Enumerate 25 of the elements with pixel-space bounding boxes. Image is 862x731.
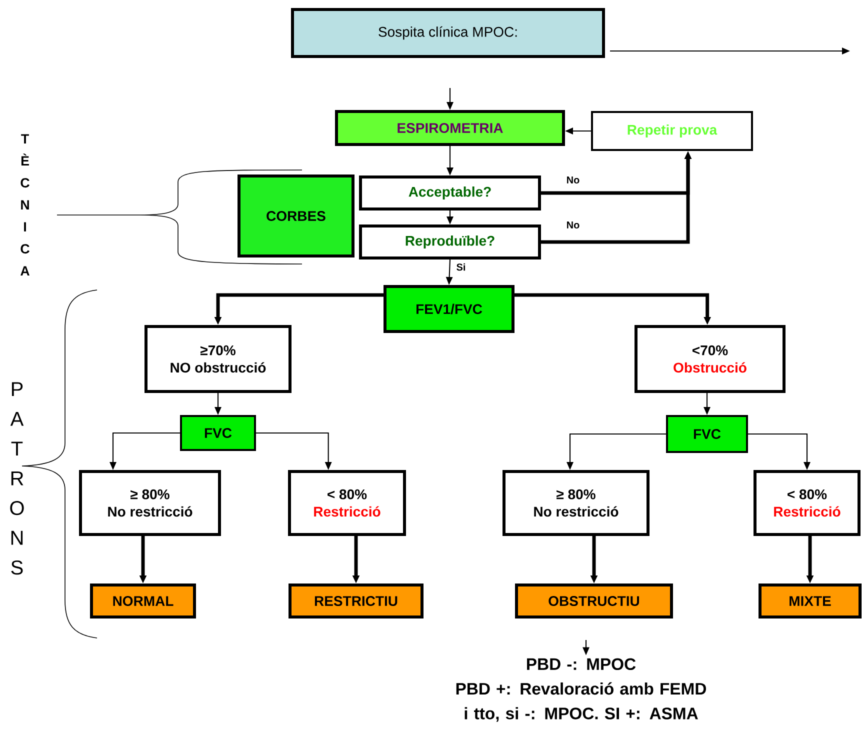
process-box: CORBES (238, 174, 354, 258)
vertical-label: TÈCNICA (20, 134, 30, 276)
edge-label: Si (454, 262, 468, 272)
criterion-box: ≥ 80% No restricció (502, 470, 650, 536)
criterion-box: ≥ 80% No restricció (79, 470, 221, 536)
result-box: MIXTE (758, 584, 862, 618)
edge-label: No (565, 175, 581, 185)
start-box: Sospita clínica MPOC: (291, 8, 606, 58)
process-box: FVC (180, 415, 256, 451)
decision-box: Reproduïble? (359, 224, 541, 260)
result-box: OBSTRUCTIU (515, 584, 674, 618)
process-box: Repetir prova (591, 111, 753, 151)
result-box: NORMAL (90, 584, 196, 618)
criterion-box: < 80% Restricció (754, 470, 861, 536)
criterion-box: < 80% Restricció (288, 470, 406, 536)
result-box: RESTRICTIU (288, 584, 424, 618)
criterion-box: <70% Obstrucció (634, 325, 786, 393)
process-box: FEV1/FVC (384, 285, 514, 333)
process-box: FVC (666, 415, 748, 453)
vertical-label: PATRONS (10, 382, 24, 575)
decision-box: Acceptable? (359, 176, 541, 210)
edge-label: No (565, 220, 581, 230)
note-text: PBD -: MPOC PBD +: Revaloració amb FEMD i tto, si -: MPOC. SI +: ASMA (456, 658, 706, 722)
criterion-box: ≥70% NO obstrucció (144, 325, 292, 393)
process-box: ESPIROMETRIA (335, 110, 565, 146)
